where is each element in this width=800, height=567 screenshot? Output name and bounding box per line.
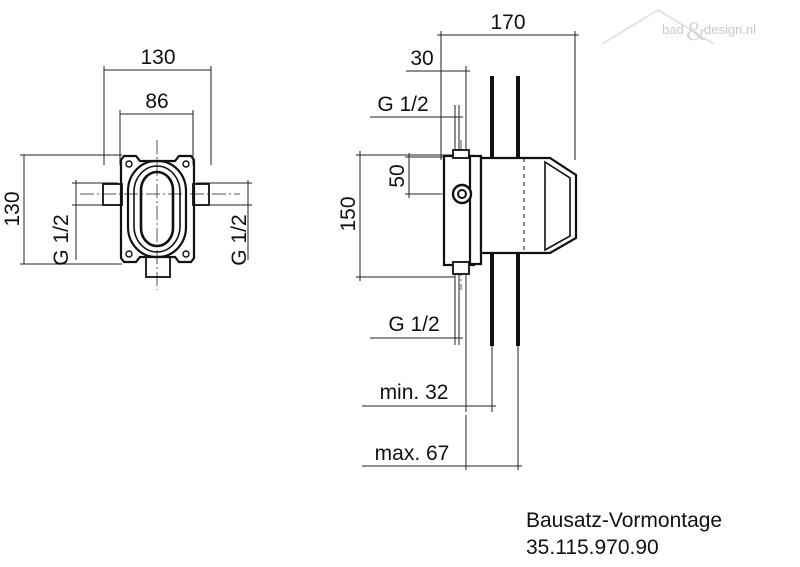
side-min-depth-label: min. 32 xyxy=(380,381,449,404)
side-depth-total-label: 170 xyxy=(490,11,525,34)
front-housing xyxy=(102,154,210,278)
front-width-inner-label: 86 xyxy=(145,90,168,113)
side-dimension-labels: 170 30 G 1/2 50 150 G 1/2 min. 32 max. 6… xyxy=(337,11,526,465)
front-width-outer-label: 130 xyxy=(140,46,175,69)
front-dimension-labels: 130 86 130 G 1/2 G 1/2 xyxy=(1,46,251,266)
watermark-text-left: bad xyxy=(662,22,684,37)
watermark-ampersand: & xyxy=(686,17,706,46)
watermark-text-right: design.nl xyxy=(704,22,756,37)
side-offset-top-label: 30 xyxy=(410,47,433,70)
front-height-label: 130 xyxy=(1,191,24,226)
side-offset-mid-label: 50 xyxy=(386,164,409,187)
side-max-depth-label: max. 67 xyxy=(375,442,450,465)
side-height-label: 150 xyxy=(337,196,360,231)
product-title: Bausatz-Vormontage xyxy=(526,509,723,532)
watermark-logo: bad & design.nl xyxy=(601,8,756,46)
side-housing xyxy=(442,149,578,275)
front-view xyxy=(20,66,252,290)
side-thread-top-label: G 1/2 xyxy=(377,93,428,116)
side-thread-bottom-label: G 1/2 xyxy=(388,313,439,336)
article-number: 35.115.970.90 xyxy=(526,536,659,559)
front-thread-right-label: G 1/2 xyxy=(228,214,251,265)
front-thread-left-label: G 1/2 xyxy=(50,214,73,265)
